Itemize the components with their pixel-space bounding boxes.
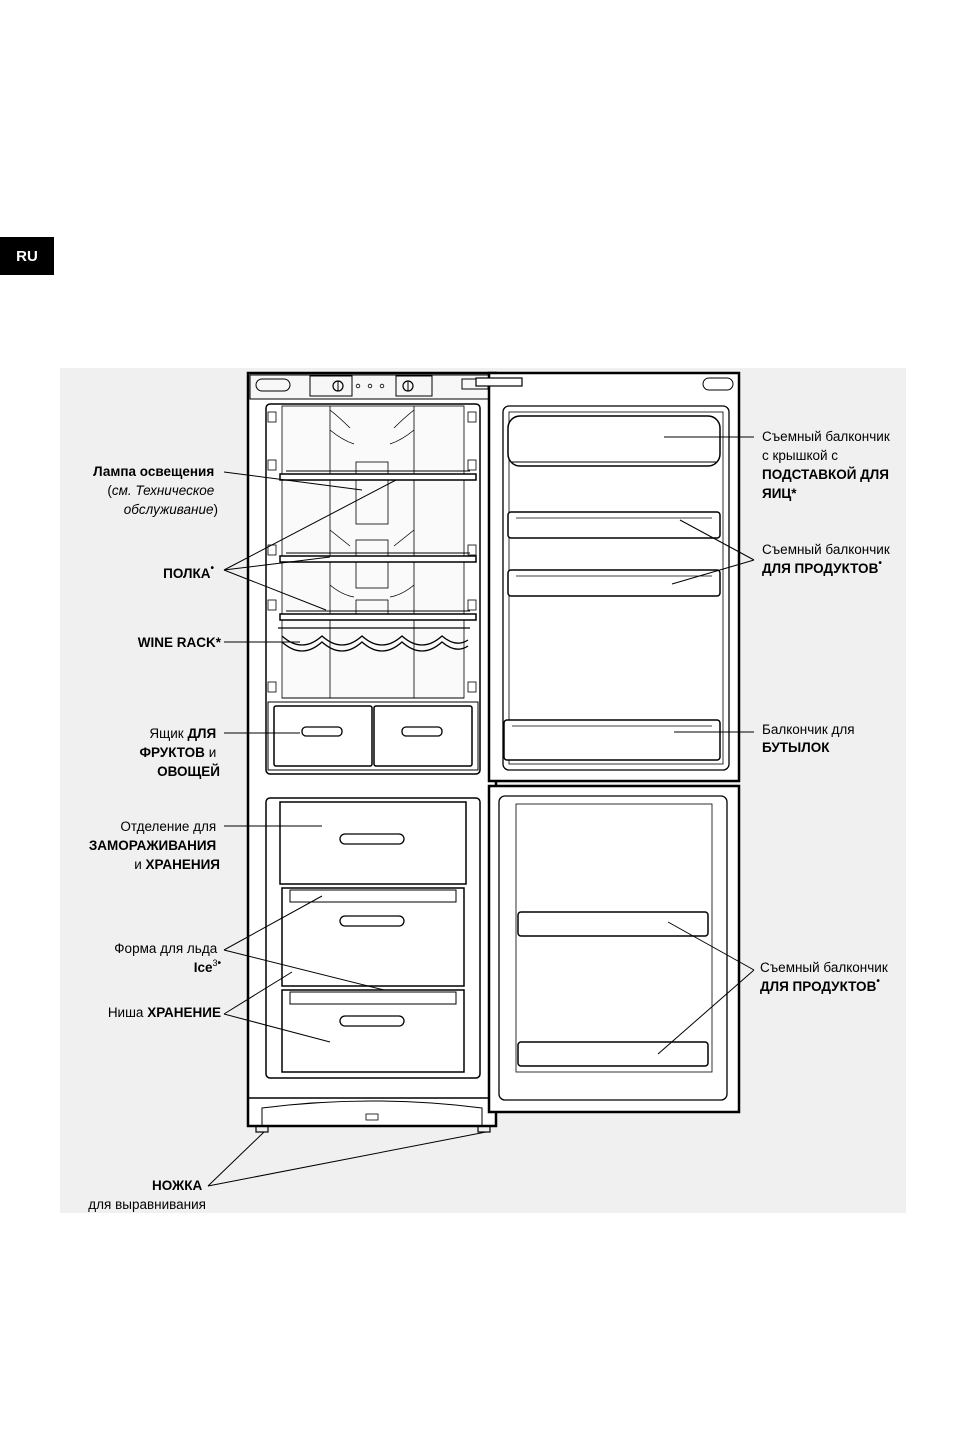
bottle-bin [503, 719, 721, 761]
crisper-drawer-right [373, 705, 473, 767]
door-bin-upper-label: Съемный балкончик ДЛЯ ПРОДУКТОВ• [762, 542, 894, 576]
freezer-door-bin-lower [517, 1041, 709, 1067]
door-bin-upper-2 [507, 569, 721, 597]
egg-bin-label: Съемный балкончик с крышкой с ПОДСТАВКОЙ… [762, 429, 894, 501]
door-hinge [475, 377, 523, 387]
leader-lines [207, 436, 755, 1187]
door-bin-upper-1 [507, 511, 721, 539]
bottle-bin-label: Балкончик для БУТЫЛОК [762, 722, 858, 755]
shelf-1 [279, 470, 477, 481]
shelf-label: ПОЛКА• [163, 563, 214, 581]
freezer-drawer-bottom [281, 989, 465, 1073]
wine-rack [278, 627, 470, 652]
leveling-foot-left [255, 1125, 269, 1133]
crisper-label: Ящик ДЛЯ ФРУКТОВ и ОВОЩЕЙ [139, 726, 220, 779]
foot-label: НОЖКА для выравнивания [88, 1178, 206, 1212]
cabinet [246, 371, 498, 1133]
lamp-label: Лампа освещения (см. Техническое обслужи… [93, 464, 218, 517]
storage-label: Ниша ХРАНЕНИЕ [108, 1005, 221, 1020]
freezer-drawer-middle [281, 887, 465, 987]
egg-bin [507, 415, 721, 467]
fridge-door [487, 371, 741, 783]
crisper-drawer-left [273, 705, 373, 767]
freezer-drawer-top [279, 801, 467, 885]
ice-tray-label: Форма для льда Ice3• [114, 941, 221, 975]
language-tab: RU [0, 237, 54, 275]
freezer-door-bin-upper [517, 911, 709, 937]
freezer-door [487, 784, 741, 1114]
door-bin-lower-label: Съемный балкончик ДЛЯ ПРОДУКТОВ• [760, 960, 892, 994]
wine-rack-label: WINE RACK* [138, 635, 222, 650]
shelf-3 [279, 610, 477, 621]
control-panel [249, 374, 495, 400]
freezer-label: Отделение для ЗАМОРАЖИВАНИЯ и ХРАНЕНИЯ [89, 819, 220, 872]
shelf-2 [279, 552, 477, 563]
